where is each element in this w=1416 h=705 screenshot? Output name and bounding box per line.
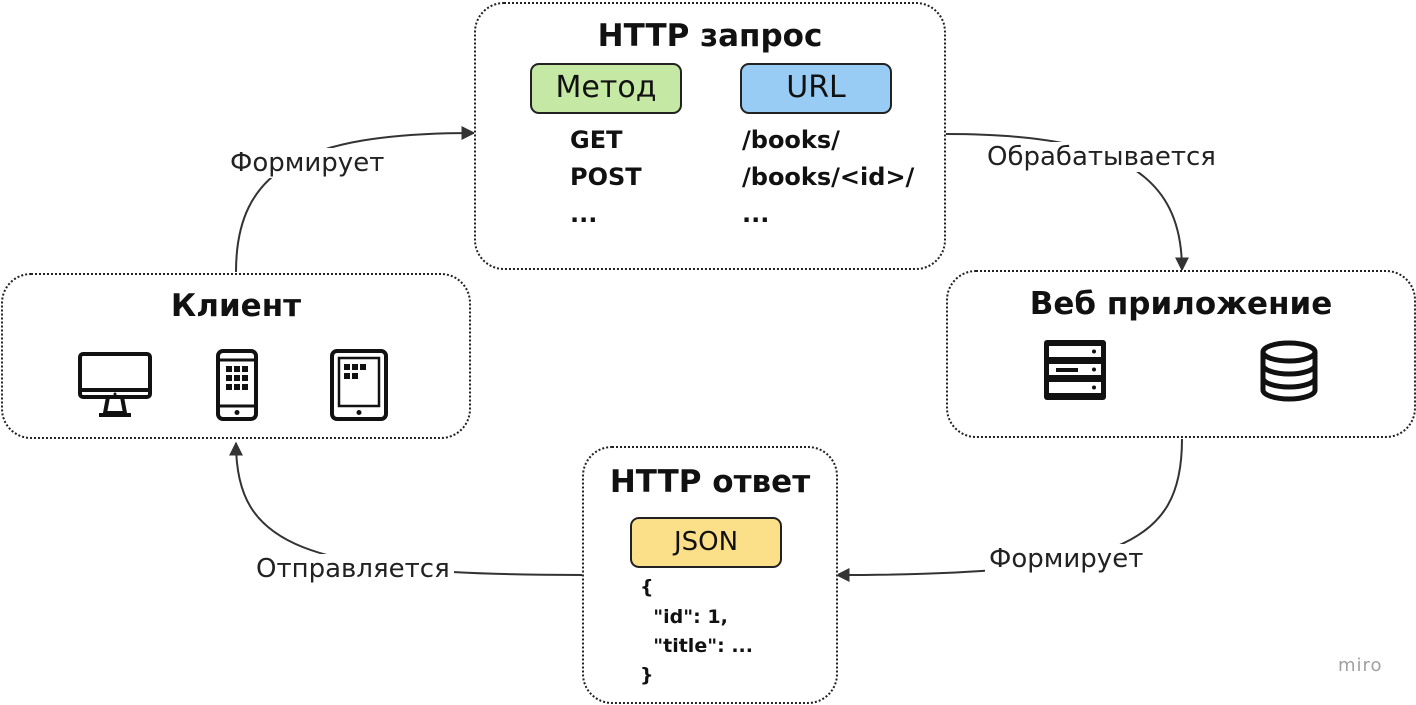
- web-app-title: Веб приложение: [1029, 286, 1333, 322]
- client-box: Клиент: [1, 273, 471, 439]
- edge-label-forms-request: Формирует: [226, 148, 389, 178]
- database-icon: [1260, 340, 1318, 402]
- url-more: ...: [742, 200, 770, 228]
- method-more: ...: [570, 200, 598, 228]
- http-request-title: HTTP запрос: [597, 18, 823, 54]
- edge-label-processed: Обрабатывается: [983, 142, 1220, 172]
- json-line: "title": ...: [640, 635, 753, 657]
- tablet-icon: [330, 349, 388, 421]
- http-request-box: HTTP запрос Метод URL GET POST ... /book…: [474, 2, 946, 270]
- http-response-title: HTTP ответ: [609, 464, 811, 500]
- method-post: POST: [570, 163, 642, 191]
- method-pill: Метод: [530, 63, 682, 114]
- client-title: Клиент: [170, 288, 302, 324]
- url-book-id: /books/<id>/: [742, 163, 915, 191]
- url-pill: URL: [740, 63, 892, 114]
- edge-label-forms-response: Формирует: [985, 544, 1148, 574]
- arrow-response-to-client: [229, 441, 583, 576]
- json-line: {: [640, 576, 654, 598]
- json-line: "id": 1,: [640, 606, 728, 628]
- server-icon: [1044, 340, 1106, 400]
- json-line: }: [640, 664, 654, 686]
- web-app-box: Веб приложение: [946, 270, 1416, 438]
- smartphone-icon: [216, 349, 258, 421]
- method-get: GET: [570, 126, 623, 154]
- json-pill: JSON: [630, 517, 782, 568]
- url-books: /books/: [742, 126, 840, 154]
- edge-label-sent: Отправляется: [252, 554, 454, 584]
- watermark-logo: miro: [1338, 655, 1383, 676]
- desktop-icon: [78, 352, 152, 417]
- http-response-box: HTTP ответ JSON { "id": 1, "title": ... …: [582, 446, 838, 704]
